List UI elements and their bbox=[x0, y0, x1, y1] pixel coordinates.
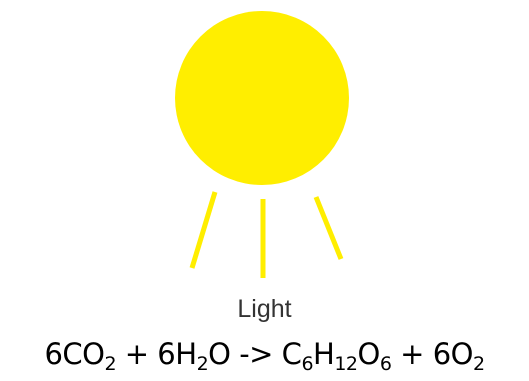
equation-term: O -> C bbox=[208, 337, 302, 371]
equation-subscript: 2 bbox=[472, 353, 485, 375]
equation-subscript: 2 bbox=[104, 353, 117, 375]
equation-term: + 6O bbox=[391, 337, 473, 371]
equation-term: H bbox=[313, 337, 335, 371]
light-ray-right bbox=[313, 196, 344, 260]
equation-subscript: 2 bbox=[196, 353, 209, 375]
light-label: Light bbox=[237, 295, 292, 323]
light-ray-left bbox=[189, 191, 218, 269]
equation-subscript: 6 bbox=[379, 353, 392, 375]
equation-term: + 6H bbox=[116, 337, 197, 371]
sun-icon bbox=[175, 11, 349, 185]
equation-subscript: 12 bbox=[334, 353, 358, 375]
equation-subscript: 6 bbox=[301, 353, 314, 375]
equation-term: O bbox=[357, 337, 381, 371]
equation-term: 6CO bbox=[44, 337, 105, 371]
photosynthesis-equation: 6CO2 + 6H2O -> C6H12O6 + 6O2 bbox=[0, 335, 529, 375]
